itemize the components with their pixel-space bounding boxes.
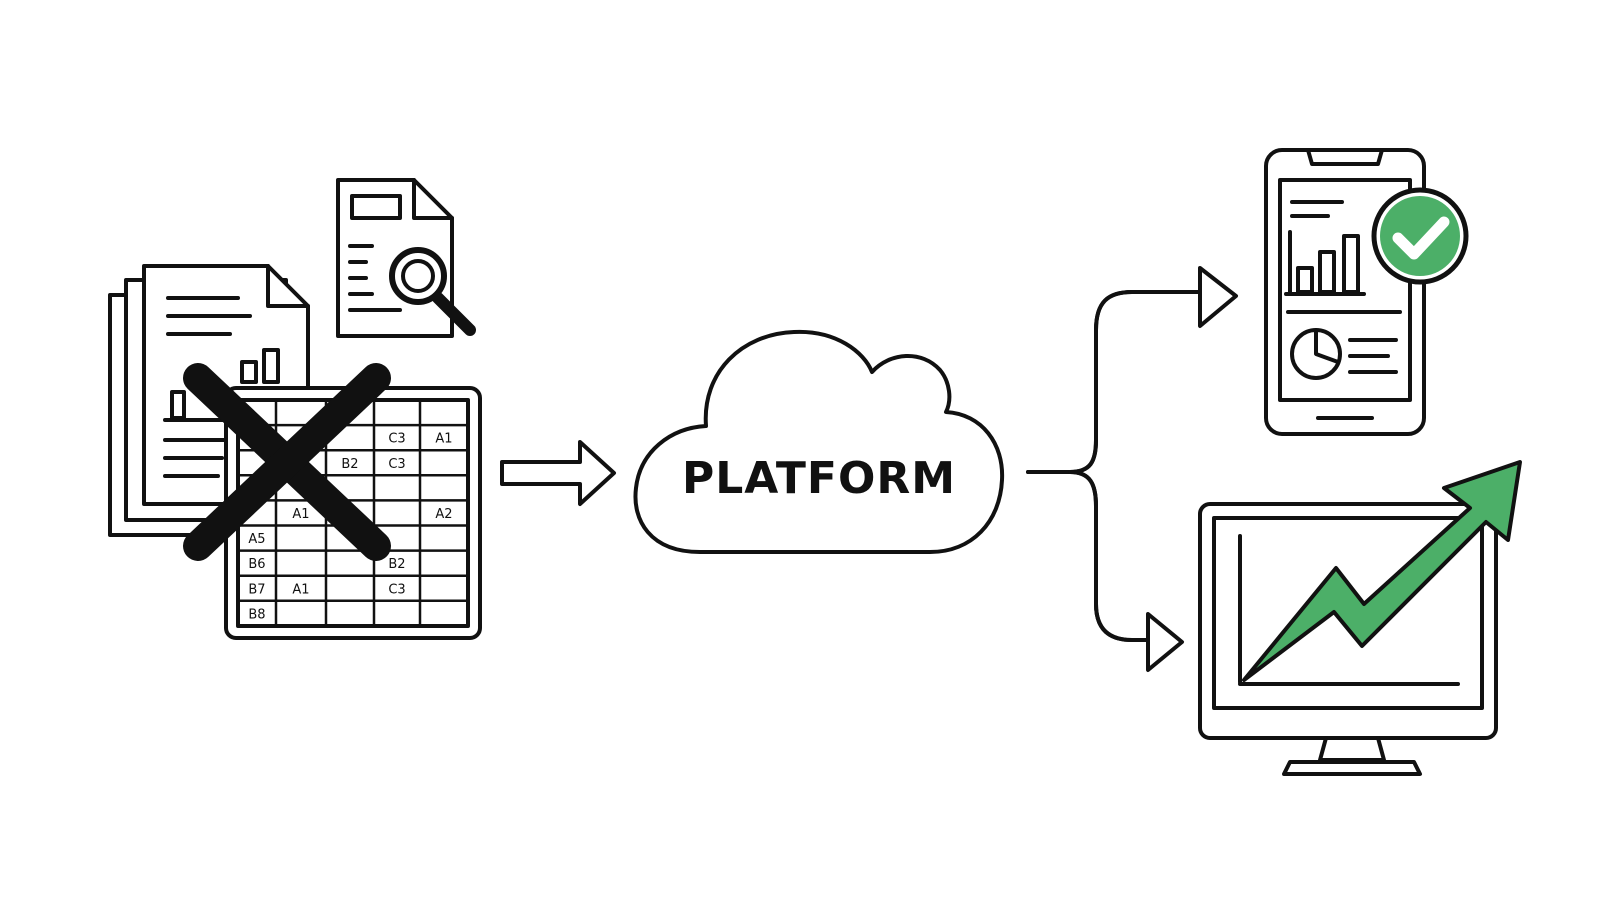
spreadsheet-cell: C3 <box>388 582 405 597</box>
spreadsheet-cell: B7 <box>248 582 265 597</box>
arrow-right-icon <box>500 440 616 506</box>
checkmark-badge-icon <box>1371 187 1469 285</box>
spreadsheet-cell: B2 <box>388 557 405 572</box>
branch-arrows-icon <box>1026 266 1238 672</box>
spreadsheet-cell: A1 <box>292 582 309 597</box>
cloud-icon: PLATFORM <box>633 329 1005 554</box>
platform-label: PLATFORM <box>682 453 956 504</box>
spreadsheet-cell: A1 <box>435 432 452 447</box>
document-search-icon <box>336 178 476 338</box>
spreadsheet-cell: B8 <box>248 607 265 622</box>
x-mark-icon <box>183 363 391 561</box>
trend-up-arrow-icon <box>1242 460 1522 682</box>
spreadsheet-cell: C3 <box>388 457 405 472</box>
spreadsheet-cell: B2 <box>341 457 358 472</box>
spreadsheet-cell: A1 <box>292 507 309 522</box>
spreadsheet-cell: A2 <box>435 507 452 522</box>
spreadsheet-cell: B6 <box>248 557 265 572</box>
spreadsheet-cell: C3 <box>388 432 405 447</box>
spreadsheet-cell: A5 <box>248 532 265 547</box>
